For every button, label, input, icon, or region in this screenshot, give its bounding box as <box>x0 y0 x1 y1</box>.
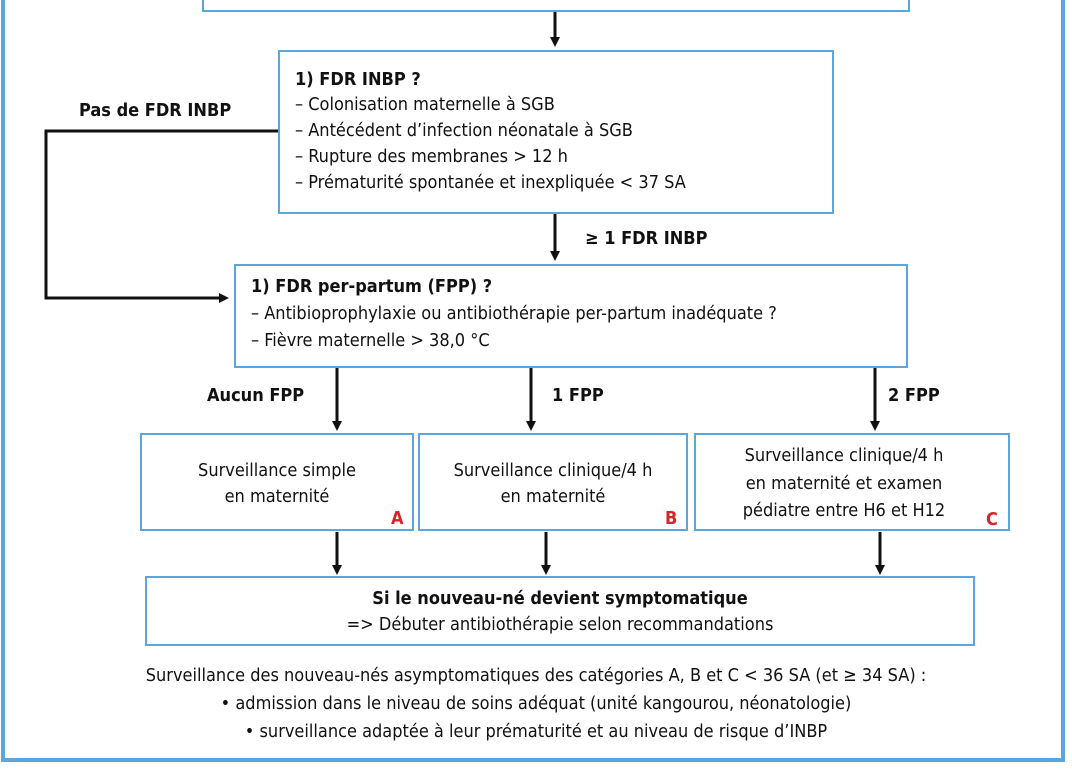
outcome-line: en maternité <box>500 486 606 507</box>
outcome-line: Surveillance clinique/4 h <box>744 445 944 466</box>
symptomatic-box: Si le nouveau-né devient symptomatique =… <box>145 576 975 646</box>
fdr-inbp-box: 1) FDR INBP ? – Colonisation maternelle … <box>278 50 834 214</box>
top-partial-box <box>202 0 910 12</box>
footnote-bullet: • surveillance adaptée à leur prématurit… <box>244 721 828 742</box>
fpp-item: – Antibioprophylaxie ou antibiothérapie … <box>251 303 777 324</box>
fdr-inbp-item: – Antécédent d’infection néonatale à SGB <box>295 120 633 141</box>
footnote-heading: Surveillance des nouveau-nés asymptomati… <box>145 665 927 686</box>
label-one-fdr-inbp: ≥ 1 FDR INBP <box>585 228 708 249</box>
outcome-line: Surveillance clinique/4 h <box>453 460 653 481</box>
label-one-fpp: 1 FPP <box>552 385 604 406</box>
outcome-line: en maternité <box>224 486 330 507</box>
arrow-no-fdr-inbp <box>44 129 280 303</box>
label-no-fpp: Aucun FPP <box>207 385 305 406</box>
category-letter-b: B <box>665 508 678 529</box>
symptomatic-title: Si le nouveau-né devient symptomatique <box>372 588 748 609</box>
category-letter-a: A <box>391 508 404 529</box>
fpp-title: 1) FDR per-partum (FPP) ? <box>251 276 493 297</box>
label-no-fdr-inbp: Pas de FDR INBP <box>79 100 232 121</box>
fdr-inbp-title: 1) FDR INBP ? <box>295 69 421 90</box>
fdr-inbp-item: – Prématurité spontanée et inexpliquée <… <box>295 172 686 193</box>
fpp-box: 1) FDR per-partum (FPP) ? – Antibioproph… <box>234 264 908 368</box>
category-letter-c: C <box>986 509 998 530</box>
outcome-line: en maternité et examen <box>745 473 943 494</box>
outcome-line: Surveillance simple <box>198 460 356 481</box>
symptomatic-action: => Débuter antibiothérapie selon recomma… <box>346 614 774 635</box>
outcome-c-box: Surveillance clinique/4 h en maternité e… <box>694 433 1010 531</box>
outcome-line: pédiatre entre H6 et H12 <box>742 500 946 521</box>
fdr-inbp-item: – Rupture des membranes > 12 h <box>295 146 568 167</box>
footnote-bullet: • admission dans le niveau de soins adéq… <box>220 693 852 714</box>
outer-frame <box>1 0 1065 762</box>
label-two-fpp: 2 FPP <box>888 385 940 406</box>
outcome-b-box: Surveillance clinique/4 h en maternité B <box>418 433 688 531</box>
outcome-a-box: Surveillance simple en maternité A <box>140 433 414 531</box>
fdr-inbp-item: – Colonisation maternelle à SGB <box>295 94 555 115</box>
fpp-item: – Fièvre maternelle > 38,0 °C <box>251 330 490 351</box>
